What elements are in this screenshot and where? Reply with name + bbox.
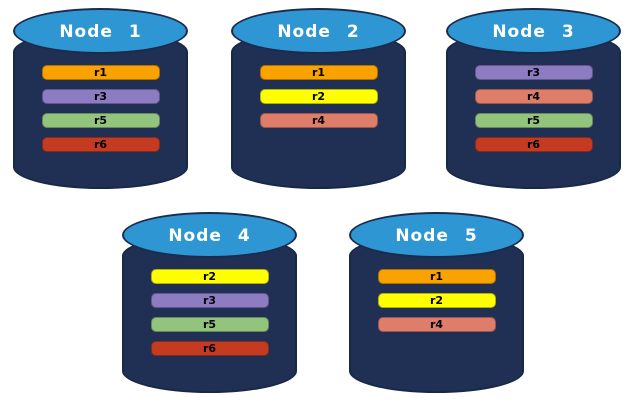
- node-title: Node 2: [277, 21, 360, 42]
- node-cylinder: Node 5 r1 r2 r4: [349, 212, 524, 393]
- cylinder-body: [446, 30, 621, 189]
- replica-bar-r6: r6: [41, 137, 160, 152]
- node-cylinder: Node 1 r1 r3 r5 r6: [13, 8, 188, 189]
- node-cylinder: Node 2 r1 r2 r4: [231, 8, 406, 189]
- replica-bar-r1: r1: [41, 65, 160, 80]
- cylinder-body: [122, 234, 297, 393]
- replica-bar-r2: r2: [377, 293, 496, 308]
- cylinder-top: Node 4: [122, 212, 297, 258]
- cylinder-body: [231, 30, 406, 189]
- replica-bar-r3: r3: [41, 89, 160, 104]
- replica-bar-r3: r3: [474, 65, 593, 80]
- replica-label: r1: [429, 270, 444, 283]
- replica-bar-r5: r5: [41, 113, 160, 128]
- replica-label: r5: [202, 318, 217, 331]
- replica-label: r1: [93, 66, 108, 79]
- replica-label: r2: [311, 90, 326, 103]
- node-title: Node 1: [59, 21, 142, 42]
- replica-bar-r4: r4: [377, 317, 496, 332]
- replica-label: r4: [311, 114, 326, 127]
- replica-label: r3: [93, 90, 108, 103]
- replica-bar-r4: r4: [259, 113, 378, 128]
- replica-label: r4: [429, 318, 444, 331]
- replica-bar-r1: r1: [377, 269, 496, 284]
- replica-label: r6: [93, 138, 108, 151]
- replica-label: r6: [202, 342, 217, 355]
- replica-list: r2 r3 r5 r6: [122, 269, 297, 356]
- node-cylinder: Node 3 r3 r4 r5 r6: [446, 8, 621, 189]
- cylinder-top: Node 2: [231, 8, 406, 54]
- replica-label: r2: [202, 270, 217, 283]
- replica-label: r5: [93, 114, 108, 127]
- replica-list: r1 r3 r5 r6: [13, 65, 188, 152]
- replica-bar-r3: r3: [150, 293, 269, 308]
- replica-bar-r4: r4: [474, 89, 593, 104]
- replica-label: r5: [526, 114, 541, 127]
- node-title: Node 5: [395, 225, 478, 246]
- cylinder-body: [349, 234, 524, 393]
- replica-bar-r5: r5: [150, 317, 269, 332]
- replica-list: r1 r2 r4: [231, 65, 406, 128]
- replica-bar-r2: r2: [259, 89, 378, 104]
- replica-label: r2: [429, 294, 444, 307]
- cylinder-top: Node 5: [349, 212, 524, 258]
- replica-bar-r5: r5: [474, 113, 593, 128]
- replica-label: r1: [311, 66, 326, 79]
- node-title: Node 3: [492, 21, 575, 42]
- replica-list: r3 r4 r5 r6: [446, 65, 621, 152]
- replica-bar-r6: r6: [150, 341, 269, 356]
- replica-label: r3: [526, 66, 541, 79]
- node-cylinder: Node 4 r2 r3 r5 r6: [122, 212, 297, 393]
- replica-label: r3: [202, 294, 217, 307]
- replica-label: r6: [526, 138, 541, 151]
- replica-label: r4: [526, 90, 541, 103]
- node-title: Node 4: [168, 225, 251, 246]
- replica-bar-r1: r1: [259, 65, 378, 80]
- cylinder-top: Node 1: [13, 8, 188, 54]
- cylinder-top: Node 3: [446, 8, 621, 54]
- replica-bar-r6: r6: [474, 137, 593, 152]
- replica-list: r1 r2 r4: [349, 269, 524, 332]
- replica-bar-r2: r2: [150, 269, 269, 284]
